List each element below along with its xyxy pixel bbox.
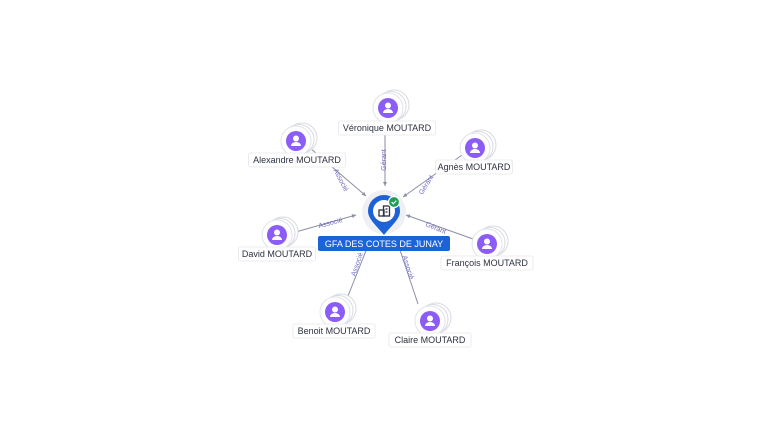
edge-role-label: Gérant [424,221,447,236]
edge-line [291,214,357,234]
person-icon [465,138,485,158]
person-label-box [292,323,376,339]
person-name: Benoit MOUTARD [298,326,371,336]
person-icon [267,225,287,245]
person-node-benoit[interactable]: Benoit MOUTARD [292,293,376,339]
person-icon [378,98,398,118]
edge-role-label: Associé [350,252,364,278]
company-label-box [318,236,450,251]
person-name: François MOUTARD [446,258,528,268]
company-name: GFA DES COTES DE JUNAY [325,239,443,249]
arrow-head [351,214,356,219]
edge-david: Associé [291,214,357,234]
person-label-box [338,120,436,136]
check-badge [387,195,401,209]
person-icon [325,302,345,322]
person-node-francois[interactable]: François MOUTARD [440,225,534,271]
arrow-head [406,214,411,219]
person-node-veronique[interactable]: Véronique MOUTARD [338,89,436,136]
person-node-alexandre[interactable]: Alexandre MOUTARD [248,122,346,168]
person-name: Alexandre MOUTARD [253,155,341,165]
person-name: Claire MOUTARD [395,335,466,345]
person-node-agnes[interactable]: Agnès MOUTARD [435,129,513,175]
arrow-head [361,191,366,196]
person-icon [286,131,306,151]
edge-role-label: Gérant [418,174,435,196]
edge-role-label: Associé [400,255,414,281]
person-icon [477,234,497,254]
person-label-box [440,255,534,271]
person-label-box [388,332,472,348]
edge-francois: Gérant [405,214,474,240]
person-name: David MOUTARD [242,249,313,259]
person-node-claire[interactable]: Claire MOUTARD [388,302,472,348]
edge-role-label: Associé [331,168,349,193]
person-label-box [238,246,316,262]
person-name: Véronique MOUTARD [343,123,432,133]
edge-line [405,214,474,240]
company-node[interactable]: GFA DES COTES DE JUNAY [318,190,450,251]
person-label-box [435,159,513,175]
person-icon [420,311,440,331]
person-label-box [248,152,346,168]
person-node-david[interactable]: David MOUTARD [238,216,316,262]
arrow-head [403,193,408,197]
building-icon [378,205,391,217]
nodes-layer: Véronique MOUTARD Alexandre MOUTARD Agnès … [238,89,534,348]
check-icon [391,200,397,205]
edge-role-label: Associé [318,217,344,230]
person-name: Agnès MOUTARD [438,162,511,172]
arrow-head [383,182,387,186]
edge-role-label: Gérant [381,149,388,170]
